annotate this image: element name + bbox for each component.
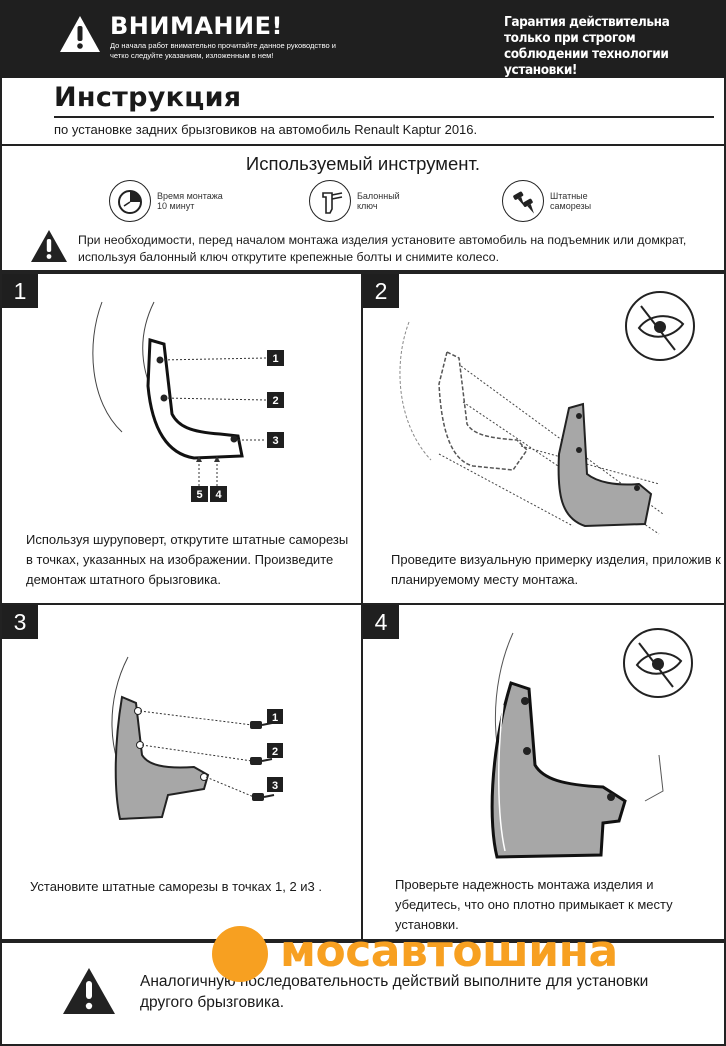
screws-icon <box>513 191 534 214</box>
step-text: Используя шуруповерт, открутите штатные … <box>26 532 349 587</box>
warning-icon <box>31 230 67 262</box>
step-3-illustration: 1 2 3 <box>111 656 283 821</box>
warning-title: ВНИМАНИЕ! <box>110 12 283 40</box>
step-number: 1 <box>2 274 38 308</box>
marker-label: 1 <box>272 712 278 724</box>
marker-label: 1 <box>272 353 278 365</box>
tools-title: Используемый инструмент. <box>245 153 481 174</box>
eye-check-icon <box>635 642 683 688</box>
tool-label-line1: Время монтажа <box>157 191 223 201</box>
step-4-panel: 4 Проверьте надежность монтажа изделия и… <box>361 603 726 941</box>
step-text: Проведите визуальную примерку изделия, п… <box>391 552 721 587</box>
step-number: 4 <box>363 605 399 639</box>
marker-label: 3 <box>272 780 278 792</box>
step-number: 2 <box>363 274 399 308</box>
marker-label: 5 <box>196 489 202 501</box>
step-4-illustration <box>490 628 693 859</box>
tool-label-line1: Штатные <box>550 191 588 201</box>
brand-dot-icon <box>212 926 268 982</box>
warning-icon <box>63 968 115 1014</box>
step-text: Установите штатные саморезы в точках 1, … <box>30 879 323 894</box>
screw-icon <box>250 757 273 765</box>
marker-label: 4 <box>215 489 222 501</box>
preparation-note: При необходимости, перед началом монтажа… <box>78 233 687 264</box>
brand-name: мосавтошина <box>280 926 618 977</box>
tool-label-line1: Балонный <box>357 191 400 201</box>
warning-header: ВНИМАНИЕ! До начала работ внимательно пр… <box>0 0 726 78</box>
tool-label-line2: саморезы <box>550 201 592 211</box>
page-title: Инструкция <box>54 82 242 113</box>
tool-label-line2: ключ <box>357 201 378 211</box>
wrench-icon <box>322 192 343 214</box>
title-block: Инструкция по установке задних брызговик… <box>0 78 726 144</box>
warning-icon <box>60 16 100 52</box>
eye-check-icon <box>637 305 685 351</box>
step-1-illustration: 1 2 3 5 4 <box>92 301 284 502</box>
tools-section: Используемый инструмент. Время монтажа 1… <box>0 144 726 272</box>
brand-logo: мосавтошина <box>212 924 712 982</box>
step-1-panel: 1 1 2 3 5 4 Используя шуруповерт, открут… <box>0 272 363 605</box>
screw-icon <box>252 793 275 801</box>
step-3-panel: 3 1 2 3 Установите штатные саморезы в то… <box>0 603 363 941</box>
step-number: 3 <box>2 605 38 639</box>
marker-label: 2 <box>272 395 278 407</box>
footer-text: Аналогичную последовательность действий … <box>140 973 649 1011</box>
step-text: Проверьте надежность монтажа изделия и у… <box>395 877 673 932</box>
step-2-illustration <box>399 291 695 535</box>
marker-label: 3 <box>272 435 278 447</box>
tool-label-line2: 10 минут <box>157 201 195 211</box>
clock-icon <box>118 190 142 214</box>
page-subtitle: по установке задних брызговиков на автом… <box>54 122 478 137</box>
title-divider <box>54 116 714 118</box>
marker-label: 2 <box>272 746 278 758</box>
footer-note: Аналогичную последовательность действий … <box>0 941 726 1046</box>
step-2-panel: 2 Проведите визуальную примерку изделия,… <box>361 272 726 605</box>
warning-text: До начала работ внимательно прочитайте д… <box>110 41 336 60</box>
guarantee-text: Гарантия действительна только при строго… <box>504 14 670 78</box>
